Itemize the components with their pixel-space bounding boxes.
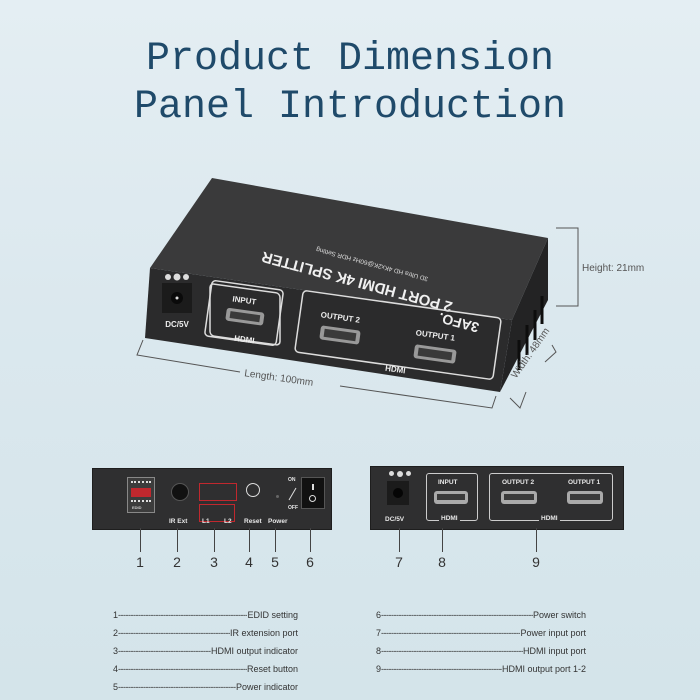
hdmi-output-port-2[interactable] bbox=[501, 491, 537, 504]
reset-button[interactable] bbox=[246, 483, 260, 497]
callout-line-4 bbox=[249, 528, 250, 552]
legend-item: 8---------------------------------------… bbox=[376, 646, 586, 656]
title-line-2: Panel Introduction bbox=[133, 85, 567, 130]
legend-item: 2---------------------------------------… bbox=[113, 628, 298, 638]
back-panel: EDID IR Ext L1 L2 Reset Power ON OFF bbox=[92, 468, 332, 530]
legend-item: 5---------------------------------------… bbox=[113, 682, 298, 692]
legend-item: 9---------------------------------------… bbox=[376, 664, 586, 674]
callout-number-3: 3 bbox=[210, 554, 218, 570]
legend-item: 7---------------------------------------… bbox=[376, 628, 586, 638]
callout-number-4: 4 bbox=[245, 554, 253, 570]
svg-text:INPUT: INPUT bbox=[232, 294, 257, 306]
power-switch[interactable] bbox=[301, 477, 325, 509]
slash-divider bbox=[288, 487, 297, 501]
callout-line-2 bbox=[177, 528, 178, 552]
hdmi-output-indicator bbox=[199, 504, 235, 522]
callout-line-1 bbox=[140, 528, 141, 552]
callout-line-9 bbox=[536, 528, 537, 552]
callout-number-7: 7 bbox=[395, 554, 403, 570]
callout-line-8 bbox=[442, 528, 443, 552]
power-indicator bbox=[276, 495, 279, 498]
device-3d-view: 2 PORT HDMI 4K SPLITTER 3D Ultra HD 4Kx2… bbox=[136, 178, 645, 409]
legend-item: 3---------------------------------------… bbox=[113, 646, 298, 656]
ir-extension-port[interactable] bbox=[171, 483, 189, 501]
hdmi-input-port[interactable] bbox=[434, 491, 468, 504]
power-polarity-icon bbox=[389, 471, 413, 477]
callout-line-3 bbox=[214, 528, 215, 552]
svg-text:HDMI: HDMI bbox=[234, 334, 256, 346]
edid-dip-switch[interactable]: EDID bbox=[127, 477, 155, 513]
callout-number-1: 1 bbox=[136, 554, 144, 570]
callout-line-6 bbox=[310, 528, 311, 552]
legend-item: 6---------------------------------------… bbox=[376, 610, 586, 620]
callout-number-6: 6 bbox=[306, 554, 314, 570]
callout-line-7 bbox=[399, 528, 400, 552]
power-input-port[interactable] bbox=[387, 481, 409, 505]
ir-label: IR Ext bbox=[169, 518, 188, 525]
hdmi-output-port-1[interactable] bbox=[567, 491, 603, 504]
callout-number-9: 9 bbox=[532, 554, 540, 570]
hdmi-output-indicator-box bbox=[199, 483, 237, 501]
svg-text:HDMI: HDMI bbox=[385, 364, 407, 376]
front-panel: DC/5V INPUT HDMI OUTPUT 2 OUTPUT 1 HDMI bbox=[370, 466, 624, 530]
callout-number-2: 2 bbox=[173, 554, 181, 570]
svg-text:DC/5V: DC/5V bbox=[165, 320, 189, 329]
legend-right: 6---------------------------------------… bbox=[376, 606, 586, 678]
title-line-1: Product Dimension bbox=[145, 37, 555, 82]
legend-left: 1---------------------------------------… bbox=[113, 606, 298, 696]
callout-line-5 bbox=[275, 528, 276, 552]
legend-item: 1---------------------------------------… bbox=[113, 610, 298, 620]
legend-item: 4---------------------------------------… bbox=[113, 664, 298, 674]
height-label: Height: 21mm bbox=[582, 263, 645, 274]
callout-number-5: 5 bbox=[271, 554, 279, 570]
callout-number-8: 8 bbox=[438, 554, 446, 570]
